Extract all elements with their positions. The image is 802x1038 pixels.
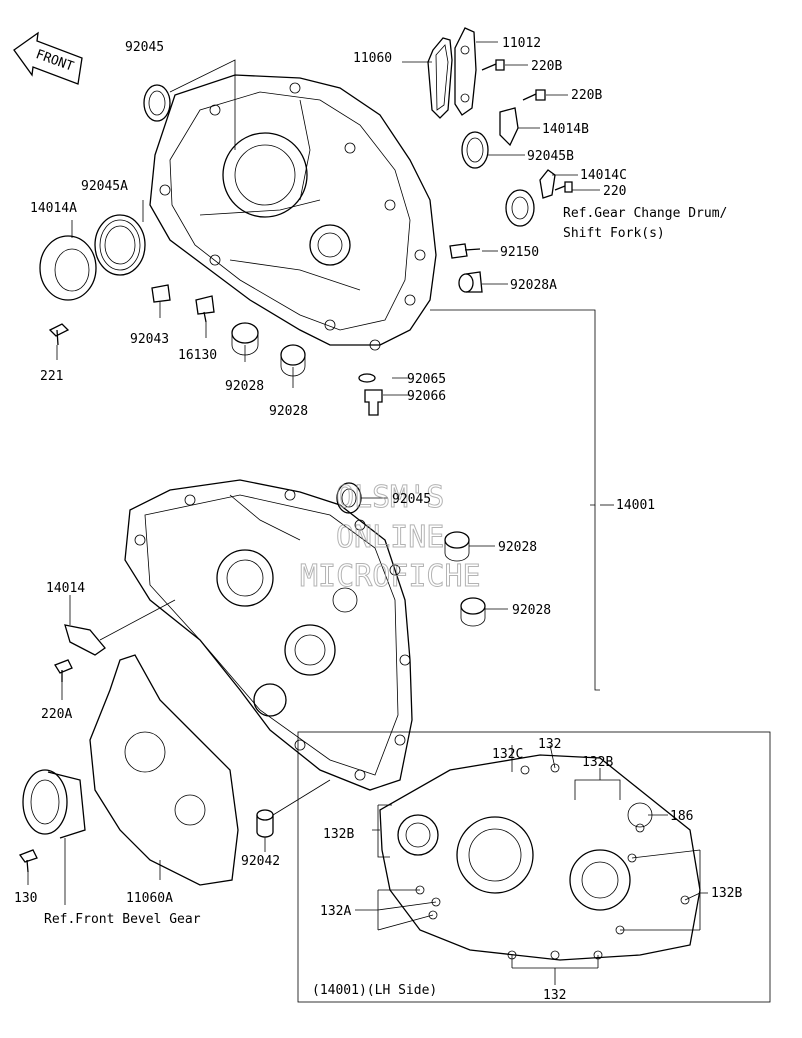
label-132-bottom: 132 — [543, 988, 566, 1003]
plug-92028-c — [444, 531, 470, 562]
label-220B-1: 220B — [531, 59, 562, 74]
label-14014A: 14014A — [30, 201, 77, 216]
bearing-92045A — [94, 214, 146, 276]
front-arrow-label: FRONT — [34, 47, 76, 75]
bolt-130 — [18, 849, 38, 873]
washer-92065 — [358, 373, 376, 383]
label-186: 186 — [670, 809, 693, 824]
label-92028-b: 92028 — [269, 404, 308, 419]
label-92045-top: 92045 — [125, 40, 164, 55]
watermark: OLSM'S ONLINE MICROFICHE — [300, 480, 482, 595]
label-92150: 92150 — [500, 245, 539, 260]
label-220B-2: 220B — [571, 88, 602, 103]
plug-92028A — [458, 271, 483, 293]
label-14014B: 14014B — [542, 122, 589, 137]
plate-14014C — [539, 169, 556, 199]
label-132-top: 132 — [538, 737, 561, 752]
lower-crankcase — [124, 479, 413, 791]
plate-14014 — [64, 599, 176, 656]
label-92045B: 92045B — [527, 149, 574, 164]
gasket-11060 — [427, 37, 453, 119]
label-132C: 132C — [492, 747, 523, 762]
label-220A: 220A — [41, 707, 72, 722]
label-92066: 92066 — [407, 389, 446, 404]
pin-92043 — [151, 284, 171, 303]
bolt-220A — [54, 659, 73, 682]
fitting-16130 — [195, 295, 215, 323]
bolt-220 — [554, 181, 573, 193]
watermark-line-3: MICROFICHE — [300, 559, 481, 594]
retainer-14014A — [39, 235, 97, 301]
bearing-92045B — [461, 131, 489, 169]
callout-labels: 92045 11060 11012 220B 220B 14014B 92045… — [14, 36, 742, 1003]
label-132B-left: 132B — [323, 827, 354, 842]
label-14014C: 14014C — [580, 168, 627, 183]
plug-92066 — [364, 389, 383, 416]
watermark-line-1: OLSM'S — [336, 480, 444, 515]
plate-14014B — [499, 107, 519, 147]
label-ref-gear-change-drum: Ref.Gear Change Drum/ — [563, 206, 727, 221]
label-220: 220 — [603, 184, 626, 199]
front-arrow: FRONT — [13, 31, 83, 85]
label-11060: 11060 — [353, 51, 392, 66]
gasket-11060A — [89, 654, 239, 886]
label-ref-front-bevel-gear: Ref.Front Bevel Gear — [44, 912, 201, 927]
label-92042: 92042 — [241, 854, 280, 869]
front-bevel-gear-housing — [22, 769, 86, 839]
bearing-ref-gear — [505, 189, 535, 227]
bolt-92150 — [449, 243, 481, 259]
bolt-220B-lower — [522, 89, 546, 101]
label-11012: 11012 — [502, 36, 541, 51]
label-130: 130 — [14, 891, 37, 906]
inset-frame — [297, 731, 771, 1003]
label-92065: 92065 — [407, 372, 446, 387]
label-132B-right: 132B — [711, 886, 742, 901]
label-132B-top: 132B — [582, 755, 613, 770]
bearing-92045-top — [143, 59, 236, 150]
label-92028-c: 92028 — [498, 540, 537, 555]
label-11060A: 11060A — [126, 891, 173, 906]
label-16130: 16130 — [178, 348, 217, 363]
label-92028A: 92028A — [510, 278, 557, 293]
upper-crankcase — [149, 74, 437, 351]
label-92045A: 92045A — [81, 179, 128, 194]
watermark-line-2: ONLINE — [336, 520, 444, 555]
label-14014: 14014 — [46, 581, 85, 596]
label-221: 221 — [40, 369, 63, 384]
plug-92028-d — [460, 597, 486, 627]
label-14001: 14001 — [616, 498, 655, 513]
label-shift-forks: Shift Fork(s) — [563, 226, 665, 241]
dowel-92042 — [256, 779, 331, 838]
bolt-221 — [48, 323, 70, 346]
bolt-220B-upper — [481, 59, 505, 71]
label-92045-mid: 92045 — [392, 492, 431, 507]
label-92028-d: 92028 — [512, 603, 551, 618]
cover-11012 — [454, 27, 477, 116]
label-132A: 132A — [320, 904, 351, 919]
leader-lines — [27, 41, 708, 985]
label-92028-a: 92028 — [225, 379, 264, 394]
label-92043: 92043 — [130, 332, 169, 347]
inset-caption: (14001)(LH Side) — [312, 983, 437, 998]
